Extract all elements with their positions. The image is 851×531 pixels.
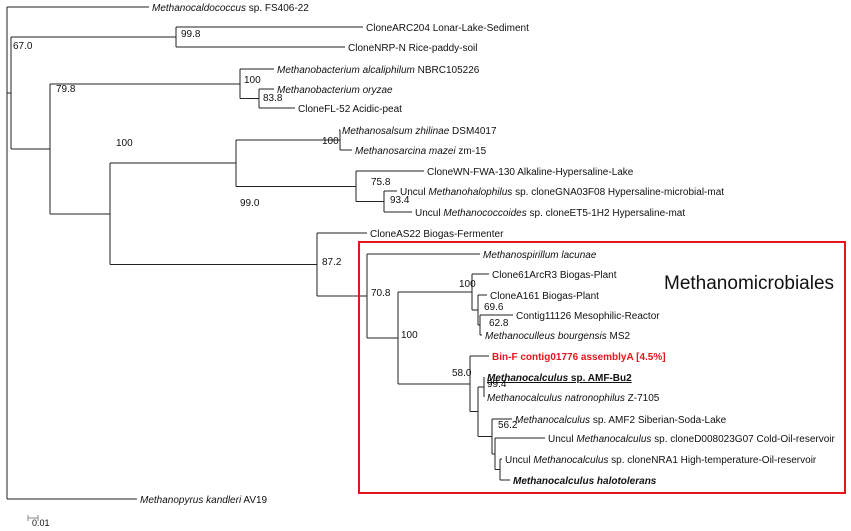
taxon-label-part: CloneAS22 Biogas-Fermenter [370,229,504,240]
taxon-label-part: CloneARC204 Lonar-Lake-Sediment [366,23,529,34]
taxon-label-part: Methanoculleus bourgensis [485,331,607,342]
taxon-label-part: Uncul [415,208,443,219]
taxon-label-part: CloneNRP-N Rice-paddy-soil [348,43,478,54]
taxon-label: Methanocalculus sp. AMF2 Siberian-Soda-L… [515,415,727,426]
taxon-label-part: Methanocalculus halotolerans [513,476,657,487]
taxon-label-part: sp. FS406-22 [246,3,309,14]
taxon-label: Methanosarcina mazei zm-15 [355,146,487,157]
bootstrap-value: 58.0 [452,368,472,379]
taxon-label-part: sp. cloneET5-1H2 Hypersaline-mat [527,208,686,219]
taxon-label-part: CloneFL-52 Acidic-peat [298,104,402,115]
methanomicrobiales-clade-box [358,241,846,494]
taxon-label: CloneNRP-N Rice-paddy-soil [348,43,478,54]
taxon-label: CloneA161 Biogas-Plant [490,291,599,302]
taxon-label-part: Methanohalophilus [428,187,512,198]
taxon-label: Uncul Methanohalophilus sp. cloneGNA03F0… [400,187,724,198]
taxon-label-part: NBRC105226 [415,65,480,76]
taxon-label: Methanocalculus halotolerans [513,476,657,487]
bootstrap-value: 100 [401,330,418,341]
taxon-label-part: Z-7105 [625,393,660,404]
taxon-label-part: MS2 [607,331,631,342]
taxon-label-part: Methanocalculus natronophilus [487,393,625,404]
taxon-label-part: Uncul [548,434,576,445]
taxon-label-part: Methanocalculus [515,415,590,426]
bootstrap-value: 62.8 [489,318,509,329]
taxon-label-part: Methanobacterium oryzae [277,85,393,96]
taxon-label: Bin-F contig01776 assemblyA [4.5%] [492,352,666,363]
bootstrap-value: 56.2 [498,420,518,431]
taxon-label: Clone61ArcR3 Biogas-Plant [492,270,617,281]
taxon-label-part: Methanococcoides [443,208,526,219]
taxon-label-part: Methanocalculus [533,455,608,466]
taxon-label: Methanosalsum zhilinae DSM4017 [342,126,497,137]
bootstrap-value: 87.2 [322,257,342,268]
taxon-label-part: sp. cloneNRA1 High-temperature-Oil-reser… [608,455,817,466]
taxon-label-part: Contig11126 Mesophilic-Reactor [516,311,660,322]
taxon-label: Contig11126 Mesophilic-Reactor [516,311,660,322]
bootstrap-value: 100 [459,279,476,290]
bootstrap-value: 70.8 [371,288,391,299]
bootstrap-value: 99.8 [181,29,201,40]
taxon-label: Methanopyrus kandleri AV19 [140,495,268,506]
taxon-label: Uncul Methanococcoides sp. cloneET5-1H2 … [415,208,685,219]
taxon-label-part: Methanopyrus kandleri [140,495,242,506]
taxon-label: Uncul Methanocalculus sp. cloneNRA1 High… [505,455,817,466]
taxon-label: Methanospirillum lacunae [483,250,597,261]
bootstrap-value: 99.4 [487,379,507,390]
taxon-label-part: Uncul [505,455,533,466]
taxon-label: CloneARC204 Lonar-Lake-Sediment [366,23,529,34]
bootstrap-value: 99.0 [240,198,260,209]
taxon-label-part: Methanosalsum zhilinae [342,126,450,137]
taxon-label-part: sp. cloneD008023G07 Cold-Oil-reservoir [651,434,835,445]
taxon-label-part: sp. AMF2 Siberian-Soda-Lake [590,415,727,426]
taxon-label-part: Clone61ArcR3 Biogas-Plant [492,270,617,281]
taxon-label-part: Bin-F contig01776 assemblyA [4.5%] [492,352,666,363]
bootstrap-value: 69.6 [484,302,504,313]
taxon-label: CloneWN-FWA-130 Alkaline-Hypersaline-Lak… [427,167,634,178]
scale-bar-label: 0.01 [32,518,50,528]
taxon-label-part: sp. cloneGNA03F08 Hypersaline-microbial-… [512,187,724,198]
taxon-label: Methanocalculus natronophilus Z-7105 [487,393,660,404]
taxon-label-part: CloneWN-FWA-130 Alkaline-Hypersaline-Lak… [427,167,634,178]
taxon-label: Methanobacterium alcaliphilum NBRC105226 [277,65,480,76]
taxon-label-part: Methanobacterium alcaliphilum [277,65,415,76]
taxon-label-part: Methanocalculus [487,373,569,384]
taxon-label-part: Methanosarcina mazei [355,146,456,157]
bootstrap-value: 100 [244,75,261,86]
taxon-label-part: Methanospirillum lacunae [483,250,597,261]
taxon-labels: Methanocaldococcus sp. FS406-22CloneARC2… [140,3,835,506]
taxon-label: Methanocalculus sp. AMF-Bu2 [487,373,632,384]
taxon-label-part: zm-15 [456,146,487,157]
taxon-label: Uncul Methanocalculus sp. cloneD008023G0… [548,434,835,445]
taxon-label-part: sp. AMF-Bu2 [568,373,632,384]
tree-branches [6,6,545,500]
taxon-label-part: Methanocaldococcus [152,3,246,14]
taxon-label-part: CloneA161 Biogas-Plant [490,291,599,302]
taxon-label-part: DSM4017 [449,126,497,137]
bootstrap-value: 79.8 [56,84,76,95]
taxon-label-part: AV19 [241,495,267,506]
taxon-label: Methanocaldococcus sp. FS406-22 [152,3,309,14]
taxon-label: Methanoculleus bourgensis MS2 [485,331,631,342]
taxon-label-part: Uncul [400,187,428,198]
methanomicrobiales-clade-label: Methanomicrobiales [664,273,834,294]
taxon-label: CloneFL-52 Acidic-peat [298,104,402,115]
bootstrap-value: 93.4 [390,195,410,206]
bootstrap-value: 83.8 [263,93,283,104]
taxon-label: Methanobacterium oryzae [277,85,393,96]
bootstrap-value: 100 [116,138,133,149]
bootstrap-value: 75.8 [371,177,391,188]
bootstrap-value: 100 [322,136,339,147]
taxon-label-part: Methanocalculus [576,434,651,445]
bootstrap-value: 67.0 [13,41,33,52]
taxon-label: CloneAS22 Biogas-Fermenter [370,229,504,240]
